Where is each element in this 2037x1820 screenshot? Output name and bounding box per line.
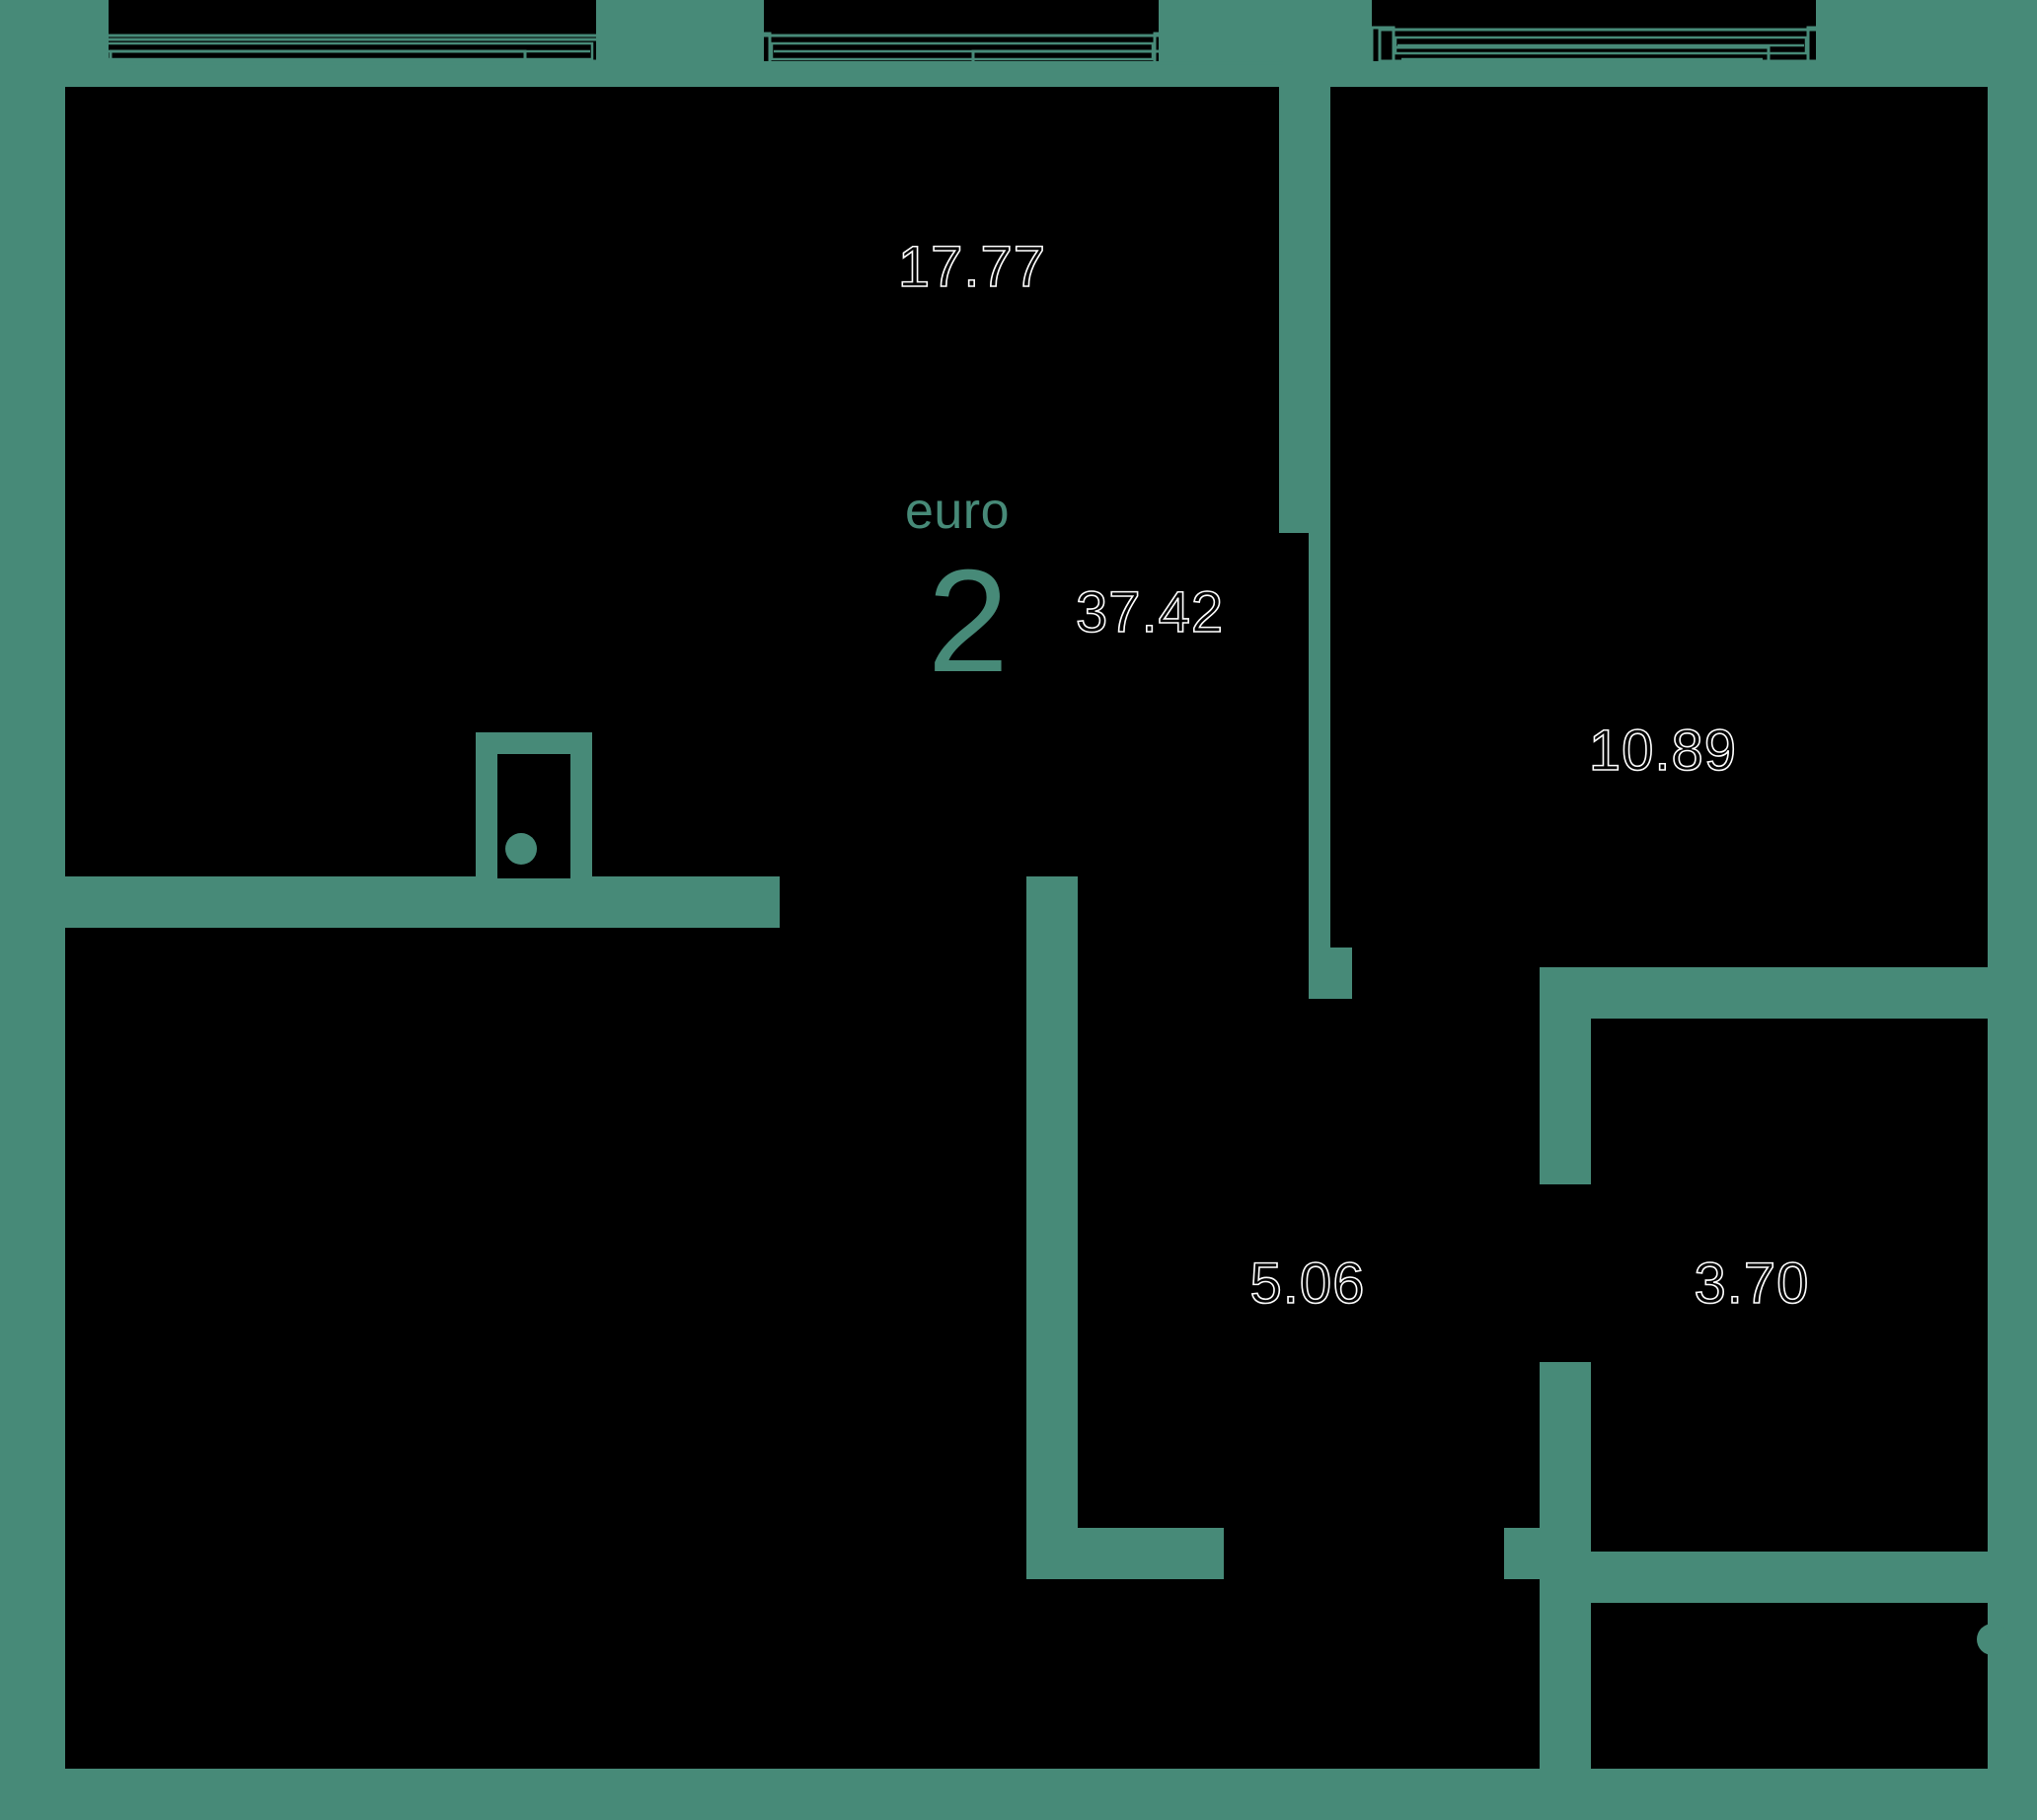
total-area-label: 37.42 <box>1076 580 1224 645</box>
door-gap-hall-south <box>1224 1528 1257 1579</box>
wall-interior-living-bedroom-upper <box>1279 87 1330 531</box>
wall-exterior-left-lower <box>0 928 65 1820</box>
window-right <box>1370 26 1832 75</box>
window-middle-left <box>59 38 643 63</box>
wall-exterior-right <box>1988 61 2037 1820</box>
window-middle-sash <box>971 49 1291 79</box>
wall-interior-bathroom-south-pier <box>1540 1603 1591 1769</box>
window-left-sash <box>109 49 527 79</box>
area-label-living-kitchen: 17.77 <box>898 235 1046 299</box>
wall-interior-hall-west <box>1026 876 1078 1579</box>
niche-living-column-void <box>497 754 570 878</box>
wall-interior-hall-south-stub <box>1026 1528 1257 1579</box>
wall-exterior-bottom <box>0 1769 2037 1820</box>
wall-doorjamb-hall-bedroom <box>1309 948 1352 999</box>
wall-doorjamb-bathroom <box>1504 1528 1540 1579</box>
wall-interior-bedroom-south <box>1540 967 1988 1019</box>
layout-name-label: euro <box>905 483 1010 540</box>
area-label-bathroom: 3.70 <box>1695 1251 1810 1316</box>
rooms-count-label: 2 <box>928 540 1009 703</box>
wall-interior-bathroom-west-upper <box>1540 967 1591 1184</box>
niche-right-wall-void <box>1951 1335 1988 1488</box>
window-group <box>59 26 1832 79</box>
wall-jog-bedroom <box>1279 513 1330 533</box>
area-label-hall: 5.06 <box>1250 1251 1366 1316</box>
wall-exterior-left-upper <box>0 0 65 888</box>
wall-interior-bathroom-north <box>1540 1552 1988 1603</box>
riser-marker-living <box>505 833 537 865</box>
riser-marker-bathroom <box>1977 1624 2008 1655</box>
wall-interior-hall-bedroom <box>1309 531 1330 977</box>
area-label-bedroom: 10.89 <box>1589 719 1737 783</box>
wall-interior-living-south <box>0 876 780 928</box>
